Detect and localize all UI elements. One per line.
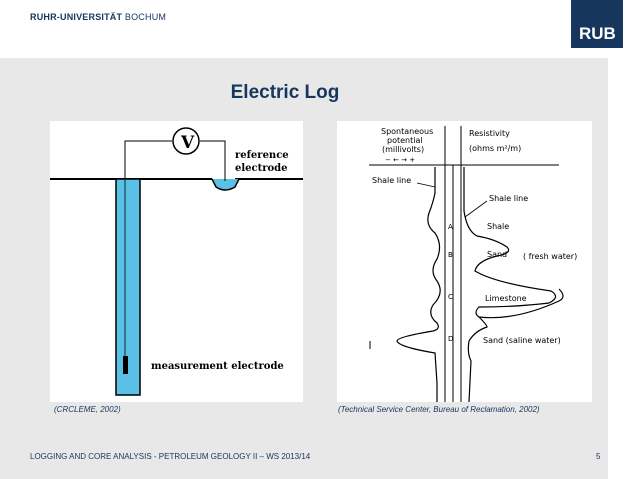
layer-a: A xyxy=(448,223,453,231)
logo-text: RUB xyxy=(579,24,616,43)
left-figure-caption: (CRCLEME, 2002) xyxy=(54,405,121,414)
electric-log-figure: Spontaneous potential (millivolts) − ← →… xyxy=(337,121,592,403)
sp-scale: − ← → + xyxy=(385,156,415,164)
shale-line-right-label: Shale line xyxy=(489,194,528,203)
header: RUHR-UNIVERSITÄT BOCHUM RUB xyxy=(0,0,638,58)
sp-header-1: Spontaneous xyxy=(381,127,433,136)
shale-line-left-label: Shale line xyxy=(372,176,411,185)
resistivity-curve-lower xyxy=(467,316,488,403)
resistivity-curve-upper xyxy=(463,167,564,319)
borehole-diagram: V reference electrode measurement electr… xyxy=(50,127,303,396)
shale-line-right-arrow xyxy=(464,200,488,218)
res-header-2: (ohms m²/m) xyxy=(469,144,521,153)
right-figure-caption: (Technical Service Center, Bureau of Rec… xyxy=(338,405,540,414)
shale-label: Shale xyxy=(487,222,509,231)
measurement-electrode-label: measurement electrode xyxy=(151,361,284,372)
university-name: RUHR-UNIVERSITÄT BOCHUM xyxy=(30,12,166,22)
page-number: 5 xyxy=(596,452,601,461)
electric-log-diagram: Spontaneous potential (millivolts) − ← →… xyxy=(369,126,577,403)
wire-right xyxy=(200,140,226,181)
voltmeter-icon xyxy=(172,127,200,155)
university-name-bold: RUHR-UNIVERSITÄT xyxy=(30,12,123,22)
voltmeter-label: V xyxy=(180,133,195,153)
sp-curve xyxy=(396,167,441,402)
shale-line-left-arrow xyxy=(416,182,436,188)
university-name-rest: BOCHUM xyxy=(122,12,167,22)
layer-c: C xyxy=(448,293,453,301)
sp-header-2: potential xyxy=(387,136,423,145)
slide-title: Electric Log xyxy=(230,82,340,103)
wire-left xyxy=(124,140,172,179)
layer-b: B xyxy=(448,251,453,259)
limestone-label: Limestone xyxy=(485,294,527,303)
fresh-water-label: ( fresh water) xyxy=(523,252,577,261)
sp-header-3: (millivolts) xyxy=(382,145,424,154)
measurement-electrode xyxy=(123,356,128,374)
layer-d: D xyxy=(448,335,453,343)
sand-saline-label: Sand (saline water) xyxy=(483,336,561,345)
footer-text: LOGGING AND CORE ANALYSIS - PETROLEUM GE… xyxy=(30,452,311,461)
reference-label-1: reference xyxy=(235,150,289,161)
rub-logo: RUB xyxy=(571,0,623,48)
sand-fresh-label: Sand xyxy=(487,250,507,259)
res-header-1: Resistivity xyxy=(469,129,510,138)
borehole-figure: V reference electrode measurement electr… xyxy=(50,121,303,402)
reference-label-2: electrode xyxy=(235,163,288,174)
reference-pit xyxy=(211,178,240,191)
